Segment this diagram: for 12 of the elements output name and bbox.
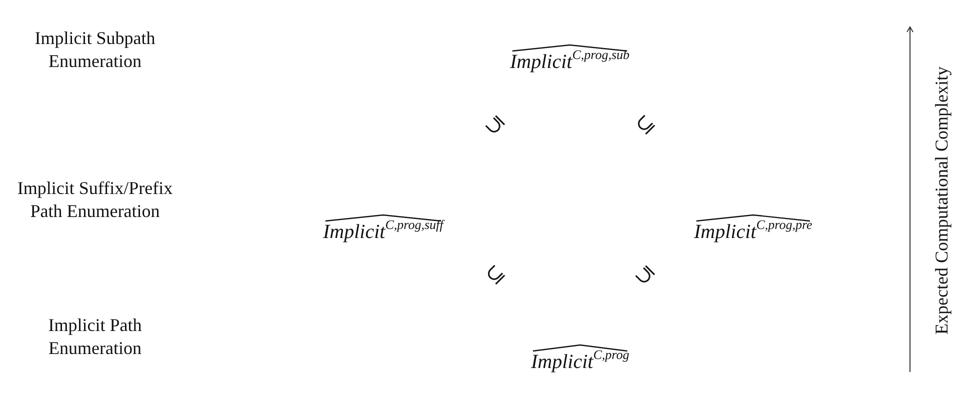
set-expression: Implicit$^{C,prog,suff}$ [323, 212, 444, 244]
set-expression: Implicit$^{C,prog,pre}$ [694, 212, 812, 244]
subset-symbol: ⊆ [482, 112, 508, 138]
set-expression: Implicit$^{C,prog,sub}$ [510, 42, 630, 74]
subset-symbol: ⊆ [632, 112, 658, 138]
row-label: Implicit Subpath Enumeration [34, 27, 156, 73]
subset-symbol: ⊆ [632, 262, 658, 288]
set-expression: Implicit$^{C,prog}$ [531, 342, 630, 374]
axis-label: Expected Computational Complexity [930, 65, 952, 336]
subset-symbol: ⊆ [482, 262, 508, 288]
row-label: Implicit Suffix/Prefix Path Enumeration [16, 177, 174, 223]
row-label: Implicit Path Enumeration [47, 314, 143, 360]
